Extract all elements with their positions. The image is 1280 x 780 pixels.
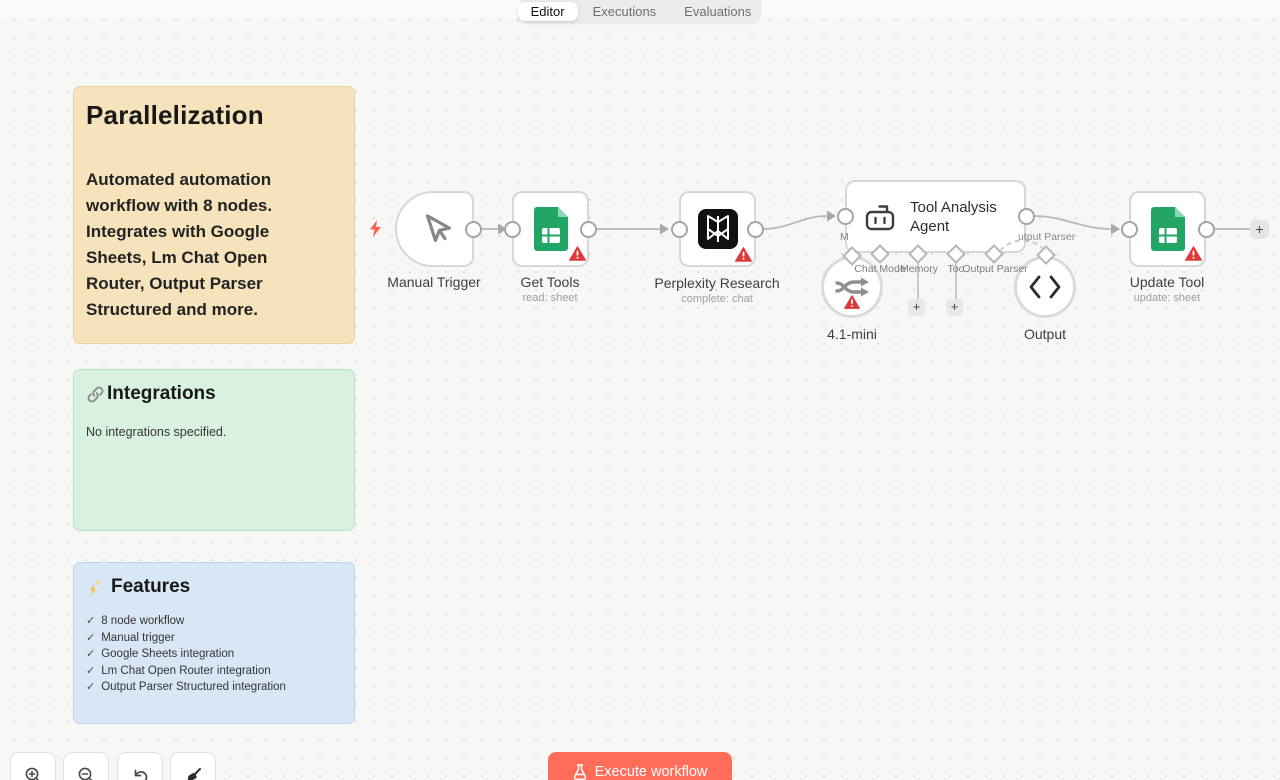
tab-editor[interactable]: Editor (517, 2, 578, 21)
node-title: Tool Analysis Agent (910, 198, 997, 235)
node-label: Manual Trigger (387, 274, 481, 290)
output-port[interactable] (1018, 208, 1035, 225)
output-port[interactable] (1198, 221, 1215, 238)
connector-label: Memory (900, 263, 938, 275)
check-icon: ✓ (86, 631, 96, 644)
openrouter-icon (833, 272, 871, 302)
node-manual-trigger[interactable] (395, 191, 474, 267)
zoom-out-button[interactable] (63, 752, 109, 780)
sticky-title: Features (111, 576, 191, 597)
warning-icon (735, 247, 752, 262)
execute-workflow-button[interactable]: Execute workflow (548, 752, 732, 780)
tidy-up-button[interactable] (170, 752, 216, 780)
sticky-note-overview[interactable]: Parallelization Automated automation wor… (73, 86, 355, 344)
google-sheets-icon (1150, 207, 1185, 251)
feature-item: ✓8 node workflow (86, 615, 185, 627)
flask-icon (573, 763, 587, 780)
output-port[interactable] (580, 221, 597, 238)
add-tool-button[interactable]: + (946, 299, 963, 316)
undo-button[interactable] (117, 752, 163, 780)
input-port[interactable] (504, 221, 521, 238)
tab-executions[interactable]: Executions (592, 4, 657, 19)
perplexity-icon (697, 209, 738, 249)
feature-item: ✓Manual trigger (86, 631, 175, 644)
warning-icon (569, 246, 586, 261)
node-label: 4.1-mini (827, 326, 877, 342)
input-port[interactable] (671, 221, 688, 238)
node-label: Get Tools (520, 274, 580, 290)
feature-item: ✓Output Parser Structured integration (86, 681, 286, 693)
zoom-in-button[interactable] (10, 752, 56, 780)
connection-label: M (840, 231, 849, 243)
feature-item: ✓Google Sheets integration (86, 648, 235, 660)
sparkles-icon (86, 577, 106, 597)
warning-icon (844, 295, 860, 309)
feature-list: ✓8 node workflow ✓Manual trigger ✓Google… (86, 614, 342, 693)
output-port[interactable] (747, 221, 764, 238)
connector-label: Output Parser (962, 263, 1028, 275)
cursor-icon (417, 208, 459, 250)
node-label: Update Tool (1129, 274, 1205, 290)
node-subtitle: read: sheet (522, 292, 578, 304)
add-memory-button[interactable]: + (908, 299, 925, 316)
sticky-note-integrations[interactable]: Integrations No integrations specified. (73, 369, 355, 531)
connector-stem (955, 260, 957, 299)
trigger-bolt-icon (368, 220, 383, 237)
add-node-button[interactable]: + (1250, 220, 1269, 239)
editor-tabbar: Editor Executions Evaluations (517, 0, 761, 23)
sticky-title: Parallelization (86, 100, 264, 130)
robot-icon (863, 200, 897, 234)
sticky-body: Automated automation workflow with 8 nod… (86, 170, 273, 319)
tab-evaluations[interactable]: Evaluations (684, 4, 752, 19)
node-tool-analysis-agent[interactable]: Tool Analysis Agent (845, 180, 1026, 253)
feature-item: ✓Lm Chat Open Router integration (86, 664, 271, 677)
execute-workflow-label: Execute workflow (594, 764, 708, 780)
check-icon: ✓ (86, 648, 96, 660)
warning-icon (1185, 246, 1202, 261)
code-brackets-icon (1028, 274, 1062, 300)
node-label: Perplexity Research (654, 275, 780, 291)
connector-label: Chat Mode (854, 263, 906, 275)
connection-label: utput Parser (1018, 231, 1076, 243)
google-sheets-icon (533, 207, 568, 251)
sticky-note-features[interactable]: Features ✓8 node workflow ✓Manual trigge… (73, 562, 355, 724)
check-icon: ✓ (86, 664, 96, 677)
connector-label: Too (947, 263, 965, 275)
node-subtitle: complete: chat (681, 293, 753, 305)
node-subtitle: update: sheet (1133, 292, 1201, 304)
connector-stem (917, 260, 919, 299)
input-port[interactable] (837, 208, 854, 225)
output-port[interactable] (465, 221, 482, 238)
sticky-body: No integrations specified. (86, 425, 227, 439)
check-icon: ✓ (86, 681, 96, 693)
sticky-title: Integrations (107, 383, 216, 404)
node-label: Output (1023, 326, 1067, 342)
check-icon: ✓ (86, 615, 96, 627)
input-port[interactable] (1121, 221, 1138, 238)
link-icon (86, 385, 105, 404)
